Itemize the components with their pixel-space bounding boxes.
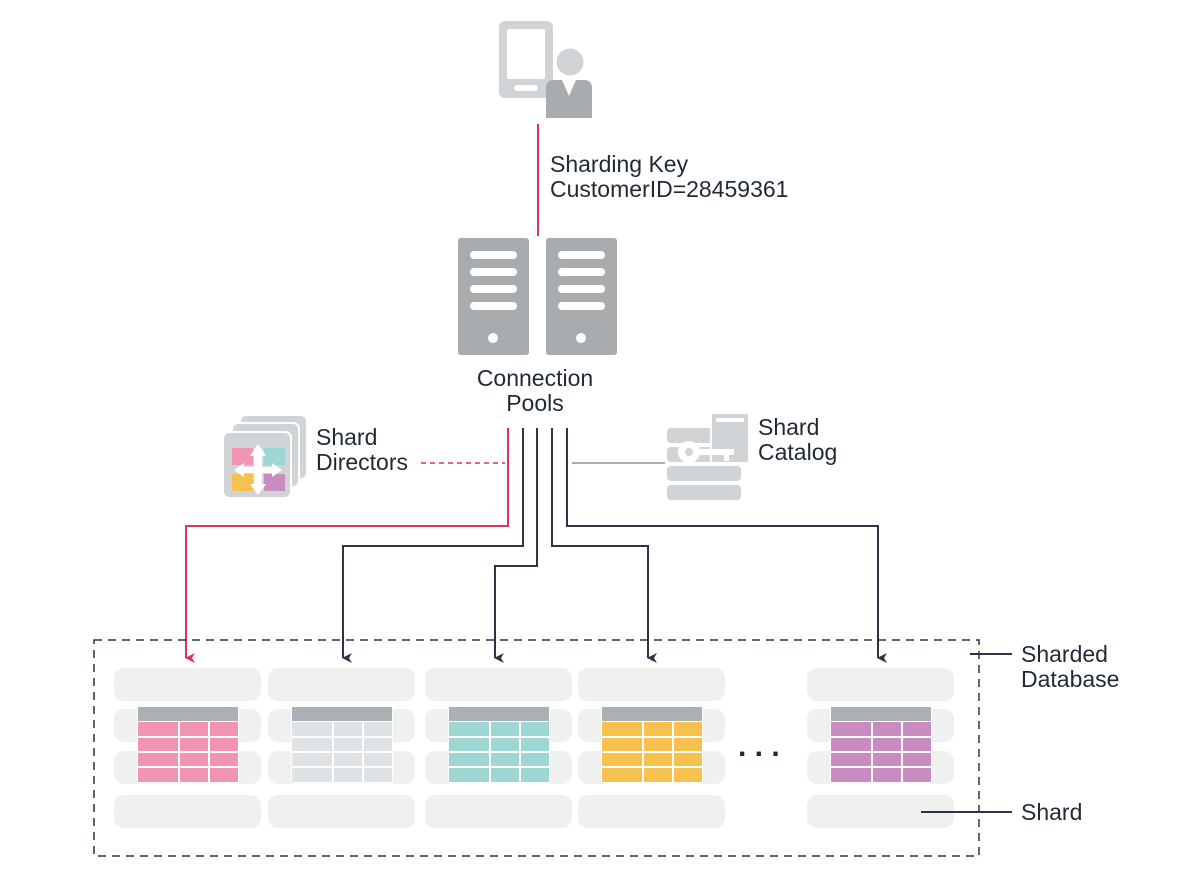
route-line-shard-1 xyxy=(185,428,509,663)
shard-4 xyxy=(578,668,725,828)
sharded-database-label-2: Database xyxy=(1021,666,1119,692)
route-line-shard-3 xyxy=(494,428,538,663)
shard-disk xyxy=(114,668,261,701)
shard-1 xyxy=(114,668,261,828)
shard-label: Shard xyxy=(1021,799,1082,825)
shard-disk xyxy=(425,668,572,701)
shard-n xyxy=(807,668,954,828)
more-shards-ellipsis: . . . xyxy=(738,730,780,763)
shard-table xyxy=(291,706,393,784)
shard-3 xyxy=(425,668,572,828)
table-header xyxy=(449,707,549,721)
shard-catalog-label-1: Shard xyxy=(758,414,819,440)
sharded-database-boundary xyxy=(93,639,980,857)
shard-disk xyxy=(807,795,954,828)
shard-table xyxy=(448,706,550,784)
shard-disk xyxy=(268,668,415,701)
sharding-key-label: Sharding Key xyxy=(550,151,689,177)
table-header xyxy=(602,707,702,721)
shard-table xyxy=(137,706,239,784)
shard-directors-icon xyxy=(222,414,308,499)
shard-disk xyxy=(425,795,572,828)
shard-2 xyxy=(268,668,415,828)
sharded-database-label-1: Sharded xyxy=(1021,641,1108,667)
sharding-key-value: CustomerID=28459361 xyxy=(550,176,788,202)
table-header xyxy=(831,707,931,721)
connection-pools-label-1: Connection xyxy=(477,365,593,391)
connection-pools-label-2: Pools xyxy=(506,390,564,416)
client-device-user-icon xyxy=(499,21,592,118)
route-line-shard-2 xyxy=(342,428,524,663)
shard-disk xyxy=(114,795,261,828)
shard-table xyxy=(830,706,932,784)
shard-disk xyxy=(578,795,725,828)
shard-disk xyxy=(807,668,954,701)
shard-catalog-label-2: Catalog xyxy=(758,439,837,465)
connection-pool-servers-icon xyxy=(458,238,617,355)
shard-disk xyxy=(268,795,415,828)
table-header xyxy=(292,707,392,721)
shard-table xyxy=(601,706,703,784)
table-header xyxy=(138,707,238,721)
shard-directors-label-2: Directors xyxy=(316,449,408,475)
shards-group xyxy=(114,668,954,828)
shard-catalog-icon xyxy=(667,412,750,500)
route-line-shard-4 xyxy=(551,428,657,663)
route-line-shard-n xyxy=(566,428,887,663)
shard-directors-label-1: Shard xyxy=(316,424,377,450)
shard-disk xyxy=(578,668,725,701)
